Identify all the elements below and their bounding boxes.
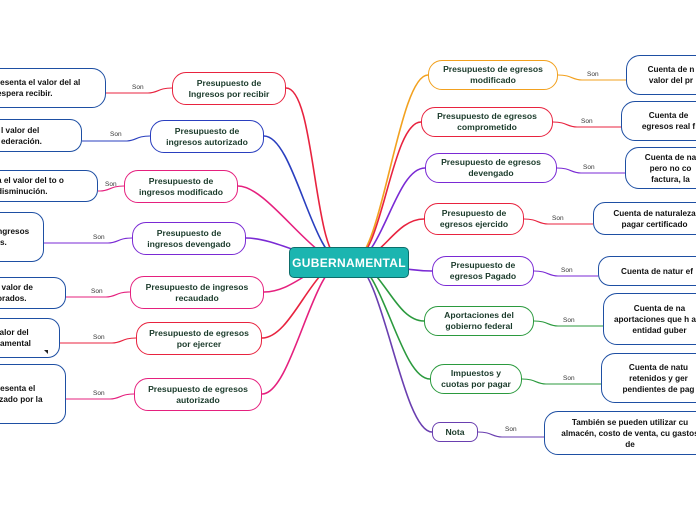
branch-right-0 — [351, 74, 429, 263]
left-desc-4: l valor de orados. — [0, 277, 66, 309]
right-topic-4[interactable]: Presupuesto de egresos Pagado — [432, 256, 534, 286]
son-label-left-4: Son — [91, 288, 103, 295]
right-topic-2[interactable]: Presupuesto de egresos devengado — [425, 153, 557, 183]
central-topic[interactable]: GUBERNAMENTAL — [289, 247, 409, 278]
link-right-5 — [533, 320, 603, 327]
right-desc-1-text: Cuenta de egresos real f — [641, 111, 696, 131]
right-desc-5: Cuenta de na aportaciones que h a la ent… — [603, 293, 696, 345]
right-desc-2: Cuenta de na pero no co factura, la — [625, 147, 696, 189]
link-right-6 — [521, 378, 601, 385]
right-desc-0-text: Cuenta de n valor del pr — [647, 65, 695, 85]
link-left-0 — [106, 87, 173, 94]
son-label-right-2: Son — [583, 164, 595, 171]
link-right-0 — [557, 74, 626, 81]
right-desc-6-text: Cuenta de natu retenidos y ger pendiente… — [622, 362, 695, 394]
left-desc-3: ingresos os. — [0, 212, 44, 262]
son-label-left-1: Son — [110, 131, 122, 138]
link-left-5 — [60, 337, 137, 344]
left-desc-1: l valor del ederación. — [0, 119, 82, 152]
left-desc-6-text: resenta el izado por la — [0, 384, 43, 404]
left-desc-2-text: a el valor del to o disminución. — [0, 176, 64, 196]
son-label-right-3: Son — [552, 215, 564, 222]
right-topic-1[interactable]: Presupuesto de egresos comprometido — [421, 107, 553, 137]
son-label-right-4: Son — [561, 267, 573, 274]
link-right-2 — [556, 167, 625, 174]
right-desc-5-text: Cuenta de na aportaciones que h a la ent… — [614, 303, 696, 335]
left-topic-4[interactable]: Presupuesto de ingresos recaudado — [130, 276, 264, 309]
link-left-3 — [44, 237, 133, 244]
link-left-1 — [82, 135, 151, 142]
left-topic-1[interactable]: Presupuesto de ingresos autorizado — [150, 120, 264, 153]
son-label-left-5: Son — [93, 334, 105, 341]
link-right-7 — [477, 431, 544, 438]
right-desc-7-text: También se pueden utilizar cu almacén, c… — [561, 417, 696, 449]
left-desc-1-text: l valor del ederación. — [1, 125, 42, 146]
left-topic-2[interactable]: Presupuesto de ingresos modificado — [124, 170, 238, 203]
son-label-left-2: Son — [105, 181, 117, 188]
right-topic-7[interactable]: Nota — [432, 422, 478, 442]
link-right-3 — [523, 218, 593, 225]
left-desc-6: resenta el izado por la — [0, 364, 66, 424]
right-desc-4-text: Cuenta de natur ef — [621, 266, 693, 276]
left-desc-4-text: l valor de orados. — [0, 283, 33, 303]
right-topic-0[interactable]: Presupuesto de egresos modificado — [428, 60, 558, 90]
son-label-left-6: Son — [93, 390, 105, 397]
left-desc-0-text: resenta el valor del al espera recibir. — [0, 78, 81, 98]
son-label-right-5: Son — [563, 317, 575, 324]
right-topic-6[interactable]: Impuestos y cuotas por pagar — [430, 364, 522, 394]
link-left-6 — [66, 393, 135, 400]
link-right-4 — [533, 270, 598, 277]
right-desc-0: Cuenta de n valor del pr — [626, 55, 696, 95]
left-desc-5: valor del namental — [0, 318, 60, 358]
son-label-right-1: Son — [581, 118, 593, 125]
left-desc-3-text: ingresos os. — [0, 227, 30, 247]
branch-left-6 — [261, 261, 344, 395]
son-label-left-3: Son — [93, 234, 105, 241]
left-topic-3[interactable]: Presupuesto de ingresos devengado — [132, 222, 246, 255]
left-topic-5[interactable]: Presupuesto de egresos por ejercer — [136, 322, 262, 355]
left-desc-5-text: valor del namental — [0, 328, 31, 348]
son-label-right-6: Son — [563, 375, 575, 382]
left-topic-0[interactable]: Presupuesto de Ingresos por recibir — [172, 72, 286, 105]
right-topic-5[interactable]: Aportaciones del gobierno federal — [424, 306, 534, 336]
right-desc-4: Cuenta de natur ef — [598, 256, 696, 286]
right-desc-6: Cuenta de natu retenidos y ger pendiente… — [601, 353, 696, 403]
right-desc-3: Cuenta de naturaleza pagar certificado — [593, 202, 696, 235]
son-label-right-7: Son — [505, 426, 517, 433]
branch-right-7 — [351, 261, 433, 433]
link-left-4 — [66, 291, 131, 298]
link-left-2 — [98, 185, 125, 192]
right-topic-3[interactable]: Presupuesto de egresos ejercido — [424, 203, 524, 235]
left-desc-0: resenta el valor del al espera recibir. — [0, 68, 106, 108]
collapse-corner-icon[interactable] — [44, 350, 48, 354]
left-topic-6[interactable]: Presupuesto de egresos autorizado — [134, 378, 262, 411]
link-right-1 — [552, 121, 621, 128]
right-desc-3-text: Cuenta de naturaleza pagar certificado — [613, 208, 696, 229]
right-desc-1: Cuenta de egresos real f — [621, 101, 696, 141]
left-desc-2: a el valor del to o disminución. — [0, 170, 98, 202]
son-label-left-0: Son — [132, 84, 144, 91]
right-desc-2-text: Cuenta de na pero no co factura, la — [644, 152, 696, 184]
son-label-right-0: Son — [587, 71, 599, 78]
right-desc-7: También se pueden utilizar cu almacén, c… — [544, 411, 696, 455]
